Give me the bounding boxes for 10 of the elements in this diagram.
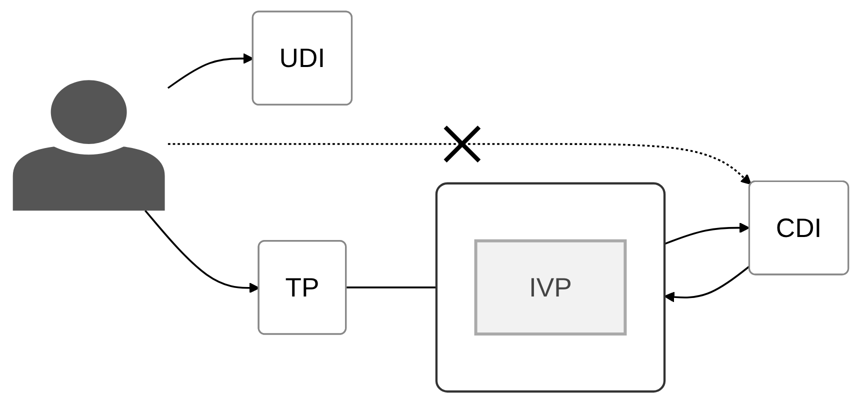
arrow [664, 222, 750, 245]
process-box: CDI [748, 180, 850, 276]
person-icon [12, 80, 165, 211]
process-box: UDI [252, 10, 353, 106]
arrow [168, 143, 752, 185]
process-box: IVP [474, 239, 627, 336]
process-box: TP [258, 240, 347, 335]
arrow [167, 53, 254, 89]
arrow [144, 210, 260, 294]
arrow [664, 266, 750, 302]
